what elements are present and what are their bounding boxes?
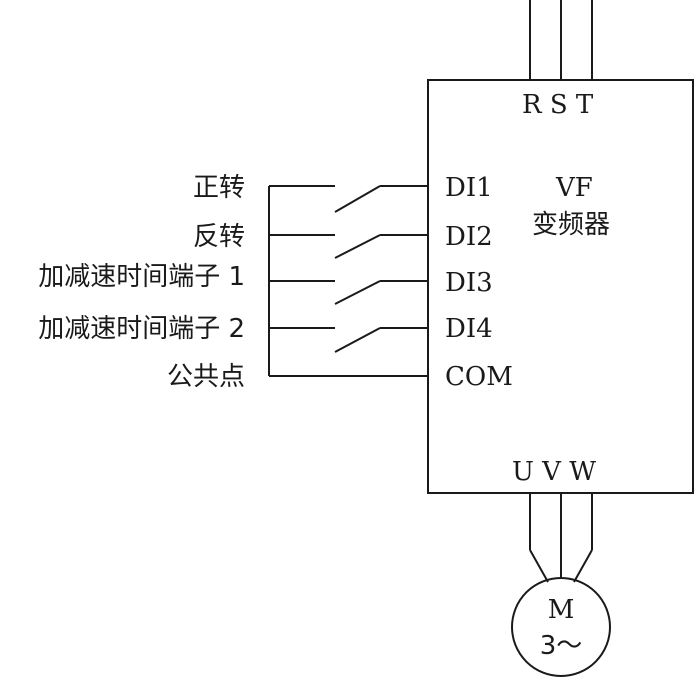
label-reverse: 反转: [193, 222, 245, 252]
switch-di1: [269, 185, 428, 213]
output-terminal-labels: U V W: [512, 457, 596, 487]
motor-circle: [511, 577, 611, 677]
label-forward: 正转: [193, 173, 245, 203]
motor-label: M: [548, 595, 575, 625]
switch-di2: [269, 234, 428, 259]
terminal-com: COM: [445, 362, 513, 392]
label-common: 公共点: [167, 362, 245, 392]
terminal-di3: DI3: [445, 268, 493, 298]
inverter-title-line2: 变频器: [532, 210, 610, 240]
power-supply-lines: [529, 0, 593, 80]
motor-phase-label: 3～: [540, 631, 583, 661]
label-accel-decel-1: 加减速时间端子 1: [38, 262, 245, 292]
switch-di3: [269, 280, 428, 305]
terminal-di2: DI2: [445, 222, 493, 252]
label-accel-decel-2: 加减速时间端子 2: [38, 314, 245, 344]
terminal-di1: DI1: [445, 173, 493, 203]
inverter-title-line1: VF: [555, 173, 593, 203]
input-terminal-labels: R S T: [522, 90, 594, 120]
switch-di4: [269, 327, 428, 353]
terminal-di4: DI4: [445, 314, 493, 344]
motor-leads: [529, 493, 593, 583]
